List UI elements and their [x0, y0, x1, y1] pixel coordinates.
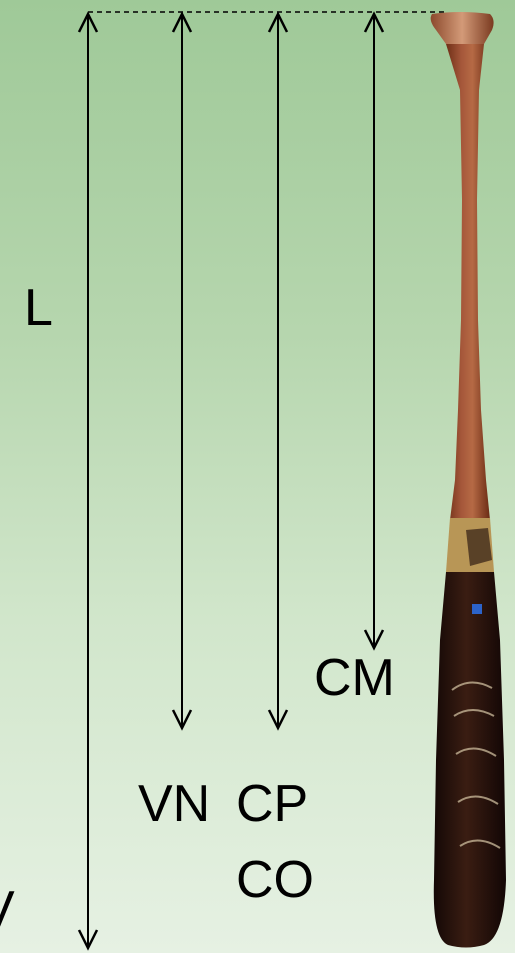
vibration-node-arrow	[173, 14, 191, 728]
length-arrow	[79, 14, 97, 948]
baseball-bat	[431, 12, 506, 948]
bat-knob	[431, 12, 494, 44]
partial-left-label: V	[0, 884, 15, 936]
center-of-percussion-arrow	[269, 14, 287, 728]
bat-brand-sticker	[472, 604, 482, 614]
bat-barrel	[434, 572, 506, 948]
bat-grip-tape-dark-patch	[466, 528, 492, 566]
center-of-oscillation-label: CO	[236, 854, 314, 906]
bat-handle	[446, 44, 490, 520]
center-of-percussion-label: CP	[236, 778, 308, 830]
center-of-mass-arrow	[365, 14, 383, 648]
vibration-node-label: VN	[138, 778, 210, 830]
center-of-mass-label: CM	[314, 652, 395, 704]
length-label: L	[24, 282, 53, 334]
